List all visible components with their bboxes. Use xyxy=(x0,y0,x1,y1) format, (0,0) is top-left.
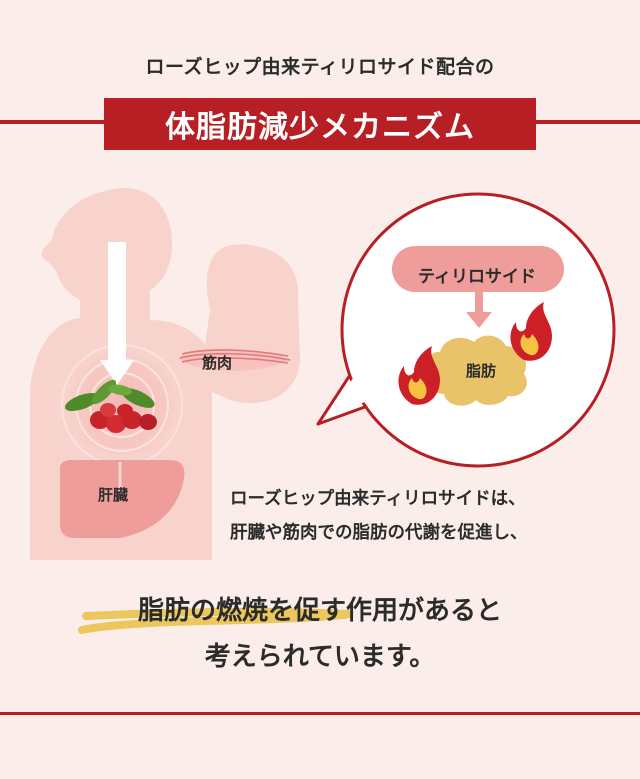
conclusion-line-2: 考えられています。 xyxy=(204,642,436,672)
rosehip-icon xyxy=(64,379,157,433)
description: ローズヒップ由来ティリロサイドは、 肝臓や筋肉での脂肪の代謝を促進し、 xyxy=(230,482,630,550)
subtitle: ローズヒップ由来ティリロサイド配合の xyxy=(145,56,495,78)
tiliroside-label: ティリロサイド xyxy=(418,267,536,287)
conclusion-line-1: 脂肪の燃焼を促す作用があると xyxy=(137,596,502,626)
tiliroside-badge xyxy=(392,246,564,292)
highlight-stroke xyxy=(78,607,351,634)
flame-icon-right xyxy=(510,302,552,361)
digestion-arrow xyxy=(100,242,134,385)
page-title: 体脂肪減少メカニズム xyxy=(104,98,536,150)
conclusion: 脂肪の燃焼を促す作用があると 考えられています。 xyxy=(0,588,640,680)
down-arrow-icon xyxy=(466,292,492,328)
muscle-icon xyxy=(178,348,292,372)
speech-bubble xyxy=(316,192,616,468)
footer-rule xyxy=(0,712,640,715)
fat-blob xyxy=(428,335,527,406)
liver-icon xyxy=(60,460,185,538)
description-line-2: 肝臓や筋肉での脂肪の代謝を促進し、 xyxy=(230,523,528,543)
footer-panel xyxy=(0,715,640,779)
flame-icon-left xyxy=(398,346,440,405)
liver-label: 肝臓 xyxy=(98,486,129,504)
muscle-label: 筋肉 xyxy=(202,354,233,372)
fat-label: 脂肪 xyxy=(466,362,497,380)
description-line-1: ローズヒップ由来ティリロサイドは、 xyxy=(230,489,526,509)
